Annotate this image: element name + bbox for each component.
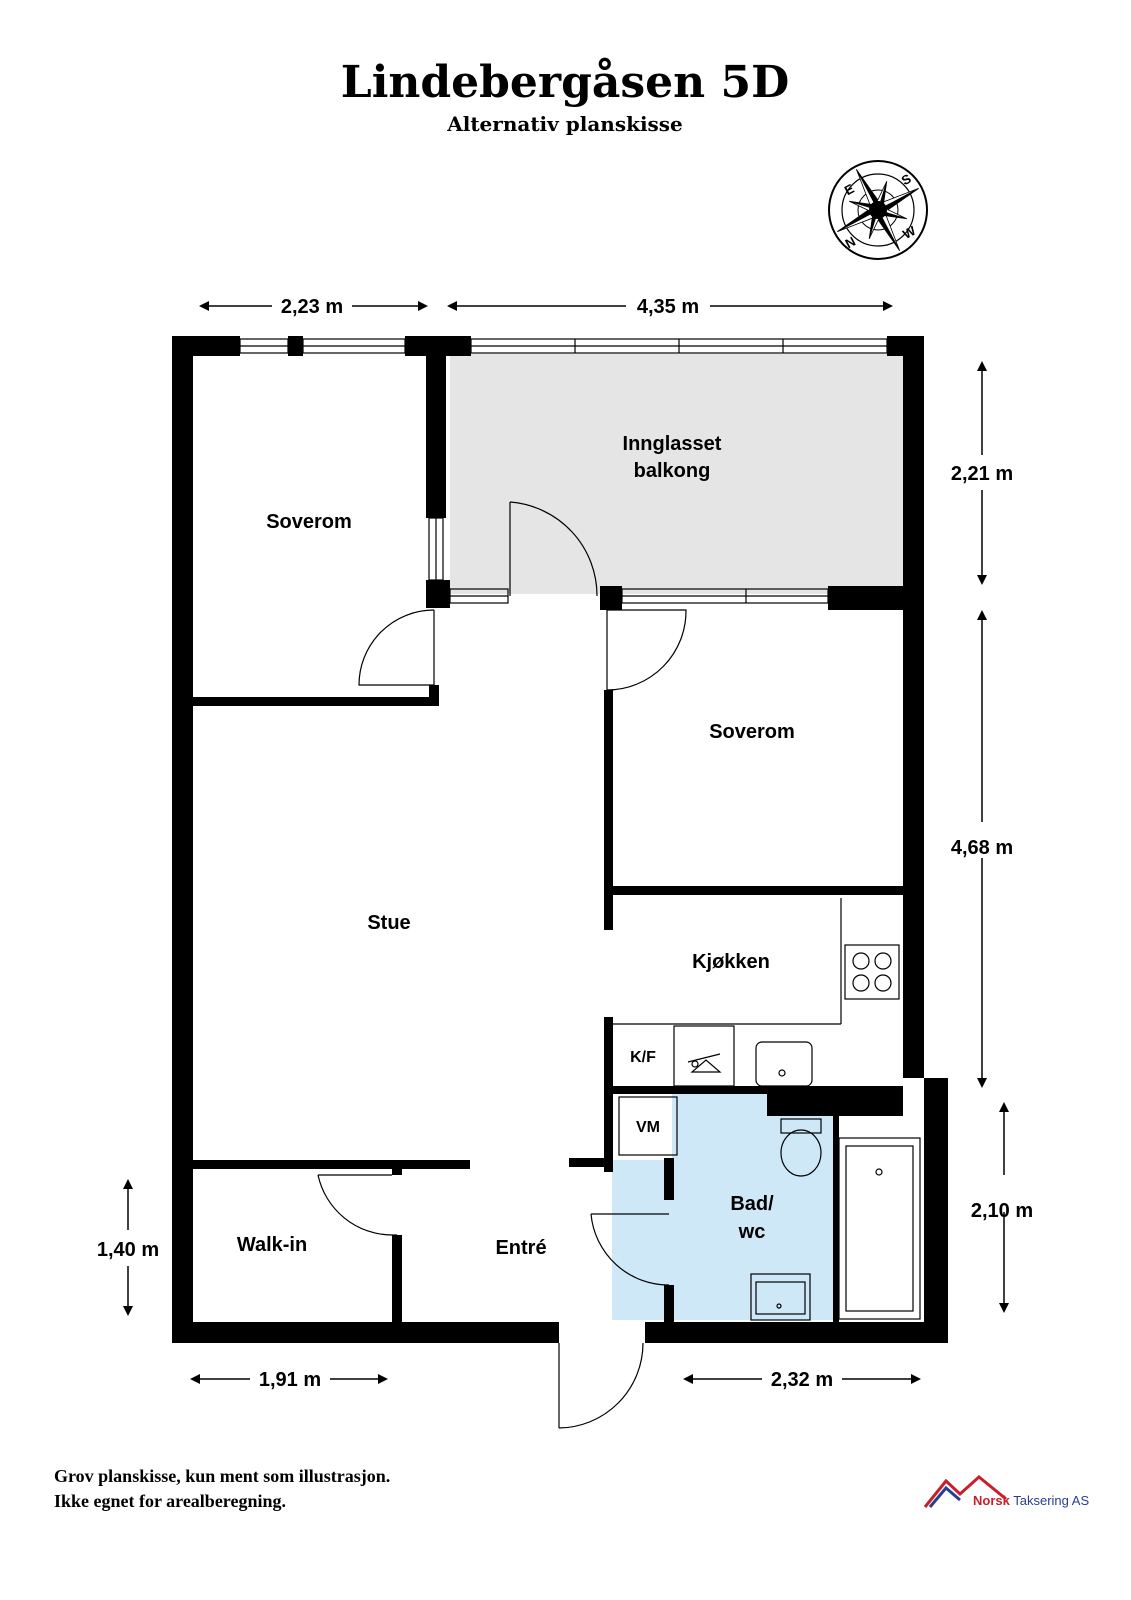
room-label-bedroom-right: Soverom bbox=[709, 721, 795, 743]
doors bbox=[317, 501, 687, 1429]
room-label-balcony-1: Innglasset bbox=[623, 433, 722, 455]
dishwasher-icon bbox=[673, 1025, 735, 1087]
dim-top-left: 2,23 m bbox=[281, 296, 343, 318]
dim-bottom-right: 2,32 m bbox=[771, 1369, 833, 1391]
room-label-kitchen: Kjøkken bbox=[692, 951, 770, 973]
washer-box bbox=[618, 1096, 678, 1156]
room-label-living: Stue bbox=[367, 912, 410, 934]
room-label-bedroom-left: Soverom bbox=[266, 511, 352, 533]
sink-icon bbox=[755, 1041, 813, 1087]
balcony-fill bbox=[450, 354, 903, 594]
fridge-label: K/F bbox=[630, 1049, 656, 1066]
page-subtitle: Alternativ planskisse bbox=[446, 112, 683, 136]
washer-label: VM bbox=[636, 1119, 660, 1136]
bath-sink-icon bbox=[750, 1273, 811, 1321]
room-label-balcony-2: balkong bbox=[634, 460, 711, 482]
dim-right-middle: 4,68 m bbox=[951, 837, 1013, 859]
dimension-lines bbox=[123, 301, 1009, 1384]
room-label-entry: Entré bbox=[495, 1237, 546, 1259]
windows bbox=[239, 338, 888, 604]
stove-icon bbox=[844, 944, 900, 1000]
walls bbox=[172, 336, 948, 1343]
compass-rose-icon: E S N W bbox=[828, 160, 928, 260]
dim-right-top: 2,21 m bbox=[951, 463, 1013, 485]
bathtub-icon bbox=[838, 1137, 921, 1320]
bath-fixtures bbox=[618, 1096, 921, 1321]
kitchen-fixtures bbox=[613, 898, 900, 1087]
disclaimer-line-2: Ikke egnet for arealberegning. bbox=[54, 1491, 286, 1511]
dim-right-bottom: 2,10 m bbox=[971, 1200, 1033, 1222]
logo-text: Norsk Taksering AS bbox=[973, 1493, 1089, 1508]
dim-bottom-left: 1,91 m bbox=[259, 1369, 321, 1391]
page-title: Lindebergåsen 5D bbox=[341, 57, 789, 108]
toilet-icon bbox=[780, 1118, 822, 1177]
dim-left-bottom: 1,40 m bbox=[97, 1239, 159, 1261]
company-logo: Norsk Taksering AS bbox=[923, 1475, 1089, 1508]
dim-top-right: 4,35 m bbox=[637, 296, 699, 318]
disclaimer-line-1: Grov planskisse, kun ment som illustrasj… bbox=[54, 1466, 390, 1486]
room-label-bath-2: wc bbox=[738, 1221, 766, 1243]
room-label-walkin: Walk-in bbox=[237, 1234, 307, 1256]
room-label-bath-1: Bad/ bbox=[730, 1193, 774, 1215]
